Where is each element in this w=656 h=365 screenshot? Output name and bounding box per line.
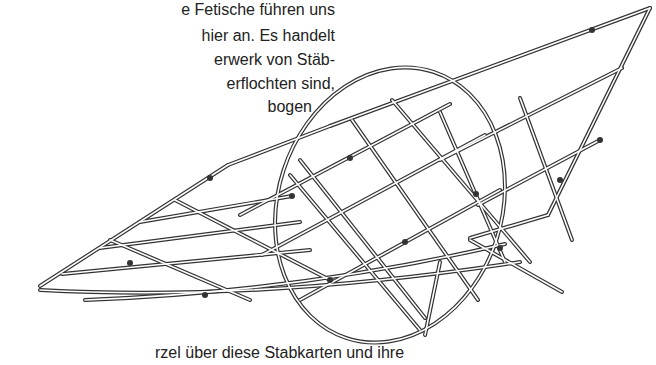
text-line: erflochten sind,	[226, 74, 335, 93]
sticks	[40, 8, 650, 365]
text-line: erwerk von Stäb-	[214, 50, 335, 69]
text-line: rzel über diese Stabkarten und ihre	[155, 343, 404, 362]
text-line: hier an. Es handelt	[202, 26, 335, 45]
shell-markers	[127, 27, 603, 298]
text-line: bogen	[268, 97, 313, 116]
text-line: e Fetische führen uns	[181, 0, 335, 19]
